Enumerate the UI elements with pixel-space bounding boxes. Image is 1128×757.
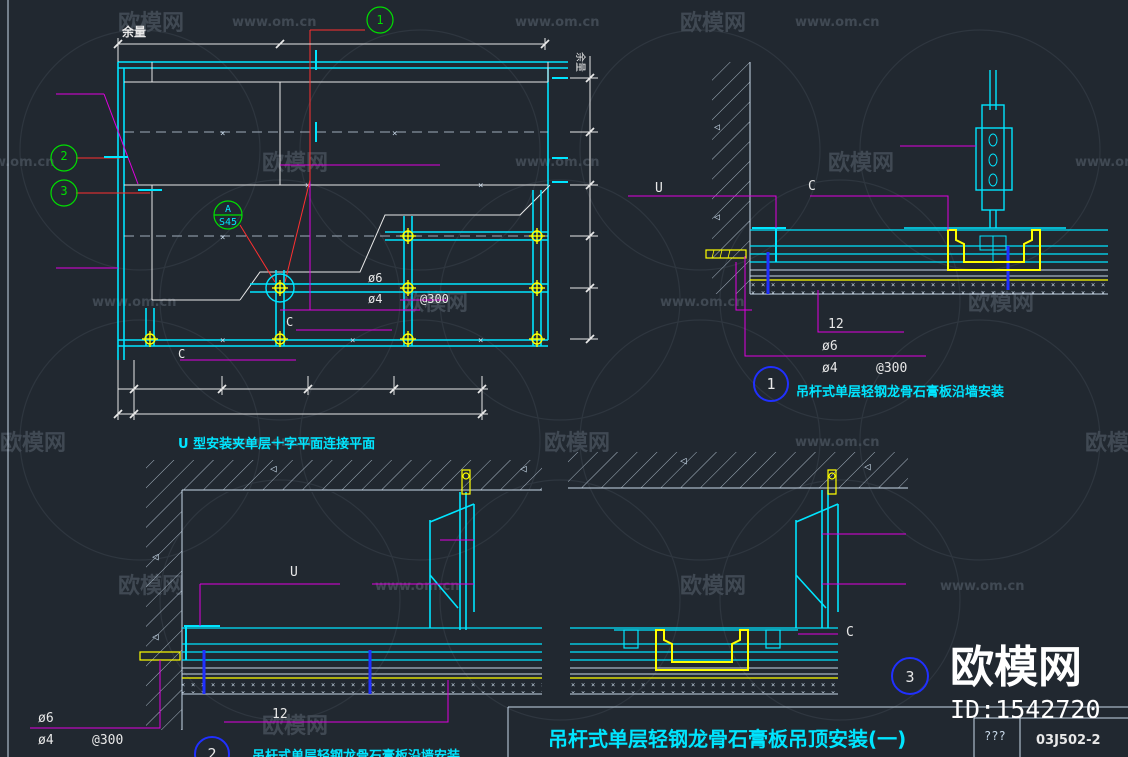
svg-text:×: × (305, 181, 310, 191)
d1-rod-4: ø4 (822, 361, 838, 376)
d1-number: 1 (766, 375, 775, 393)
plan-callout-3: 3 (60, 184, 67, 198)
watermark-site: www.om.cn (232, 15, 317, 30)
watermark-brand: 欧模网 (118, 10, 184, 36)
watermark-brand: 欧模网 (262, 150, 328, 176)
detail-3: ◁ ◁ C 3 (568, 452, 929, 695)
plan-view: × × × × × × × × (50, 6, 598, 452)
d2-number: 2 (207, 745, 216, 757)
d2-rod-6: ø6 (38, 711, 54, 726)
svg-text:◁: ◁ (864, 460, 871, 473)
watermark-brand: 欧模网 (680, 573, 746, 599)
plan-rod-6: ø6 (368, 271, 382, 285)
detail-2: ◁ ◁ ◁ ◁ (30, 460, 542, 757)
watermark-site: www.om.cn (0, 155, 55, 170)
watermark-brand: 欧模网 (0, 430, 66, 456)
svg-text:◁: ◁ (270, 462, 277, 475)
d2-u-label: U (290, 565, 298, 580)
watermark-site: www.om.cn (795, 15, 880, 30)
title-block-title: 吊杆式单层轻钢龙骨石膏板吊顶安装(一) (548, 727, 906, 751)
detail-1: ◁◁ (628, 62, 1108, 402)
d2-spacing: @300 (92, 733, 123, 748)
watermark-site: www.om.cn (375, 579, 460, 594)
watermark-brand: 欧模网 (1085, 430, 1128, 456)
watermark-brand: 欧模网 (402, 290, 468, 316)
svg-text:×: × (220, 233, 225, 243)
d3-number: 3 (905, 668, 914, 686)
svg-text:◁: ◁ (680, 454, 687, 467)
svg-text:×: × (478, 181, 483, 191)
svg-text:◁: ◁ (152, 630, 159, 643)
svg-text:×: × (350, 336, 355, 346)
brand-logo-text: 欧模网 (950, 642, 1082, 693)
margin-label-left: 余量 (121, 24, 146, 39)
watermark-site: www.om.cn (232, 435, 317, 450)
watermark-site: www.om.cn (515, 15, 600, 30)
plan-callout-1: 1 (376, 13, 383, 27)
svg-text:◁: ◁ (714, 122, 720, 133)
brand-watermark: 欧模网 ID:1542720 (950, 642, 1101, 724)
svg-text:×: × (392, 129, 397, 139)
title-block-atlas: 03J502-2 (1036, 733, 1101, 748)
watermark-brand: 欧模网 (262, 713, 328, 739)
plan-caption: U 型安装夹单层十字平面连接平面 (178, 436, 375, 452)
plan-rod-4: ø4 (368, 292, 382, 306)
svg-text:×: × (220, 336, 225, 346)
d1-u-label: U (655, 181, 663, 196)
plan-callout-2: 2 (60, 149, 67, 163)
watermark-site: www.om.cn (92, 295, 177, 310)
watermark-site: www.om.cn (940, 579, 1025, 594)
d3-c-label: C (846, 625, 854, 640)
svg-text:◁: ◁ (714, 212, 720, 223)
section-A-bottom: S45 (219, 217, 237, 228)
d2-rod-4: ø4 (38, 733, 54, 748)
watermark-site: www.om.cn (515, 155, 600, 170)
watermark-brand: 欧模网 (680, 10, 746, 36)
watermark-site: www.om.cn (660, 295, 745, 310)
margin-label-right: 余量 (574, 52, 587, 72)
d1-dim-12: 12 (828, 317, 844, 332)
title-block-page: ??? (984, 729, 1006, 743)
d1-caption: 吊杆式单层轻钢龙骨石膏板沿墙安装 (796, 384, 1004, 400)
watermark-site: www.om.cn (1075, 155, 1128, 170)
d2-caption: 吊杆式单层轻钢龙骨石膏板沿墙安装 (252, 748, 460, 757)
title-block: 吊杆式单层轻钢龙骨石膏板吊顶安装(一) ??? 03J502-2 (507, 706, 1128, 757)
d1-rod-6: ø6 (822, 339, 838, 354)
d2-dim-12: 12 (272, 707, 288, 722)
watermark-brand: 欧模网 (828, 150, 894, 176)
d1-spacing: @300 (876, 361, 907, 376)
plan-c-label-1: C (286, 315, 293, 329)
svg-text:◁: ◁ (152, 550, 159, 563)
watermark-site: www.om.cn (795, 435, 880, 450)
svg-text:×: × (220, 129, 225, 139)
watermark-brand: 欧模网 (544, 430, 610, 456)
svg-text:×: × (478, 336, 483, 346)
plan-c-label-2: C (178, 347, 185, 361)
plan-spacing: @300 (420, 292, 449, 306)
d1-c-label: C (808, 179, 816, 194)
svg-text:◁: ◁ (520, 462, 527, 475)
section-A-top: A (225, 204, 231, 215)
brand-id: ID:1542720 (950, 695, 1101, 724)
